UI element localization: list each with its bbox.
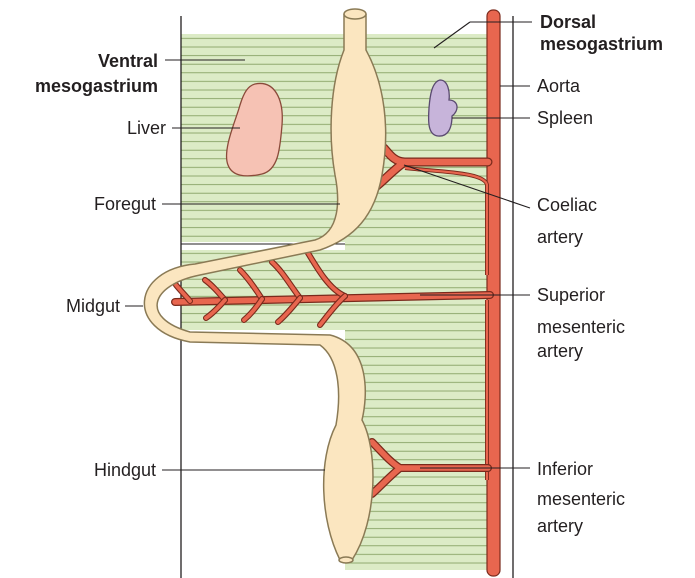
label-liver: Liver <box>60 117 166 139</box>
label-coeliac-line2: artery <box>537 226 583 248</box>
label-inferior-line1: Inferior <box>537 458 593 480</box>
gut-tube-top-opening <box>344 9 366 19</box>
label-dorsal-line2: mesogastrium <box>540 33 663 55</box>
gut-tube-bottom-opening <box>339 557 353 563</box>
label-hindgut: Hindgut <box>40 459 156 481</box>
label-foregut: Foregut <box>40 193 156 215</box>
label-superior-line1: Superior <box>537 284 605 306</box>
label-dorsal-line1: Dorsal <box>540 11 596 33</box>
label-inferior-line2: mesenteric <box>537 488 625 510</box>
label-ventral-line2: mesogastrium <box>8 75 158 97</box>
label-spleen: Spleen <box>537 107 593 129</box>
label-superior-line3: artery <box>537 340 583 362</box>
label-superior-line2: mesenteric <box>537 316 625 338</box>
label-ventral-line1: Ventral <box>48 50 158 72</box>
label-coeliac-line1: Coeliac <box>537 194 597 216</box>
label-inferior-line3: artery <box>537 515 583 537</box>
label-aorta: Aorta <box>537 75 580 97</box>
label-midgut: Midgut <box>10 295 120 317</box>
